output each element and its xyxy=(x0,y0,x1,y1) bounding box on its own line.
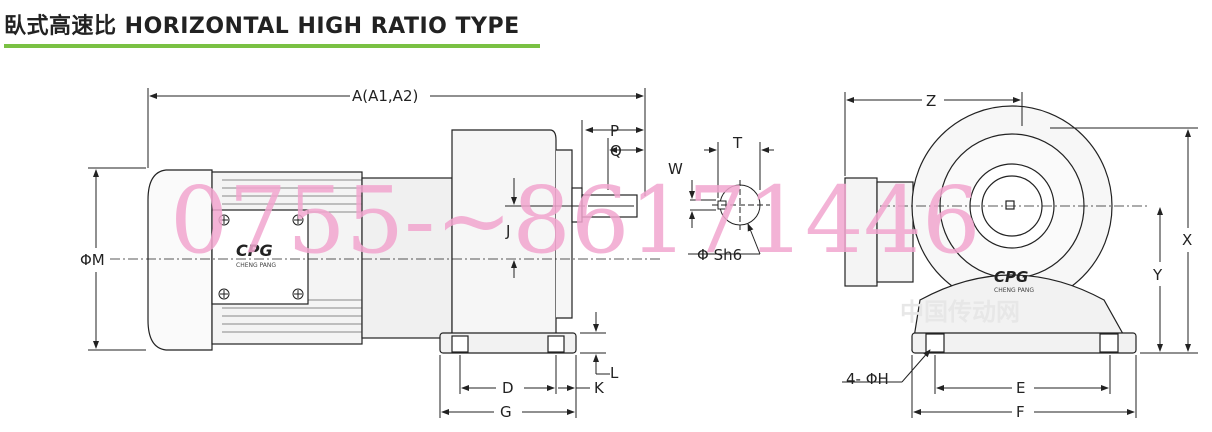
phone-watermark: 0755-~86171446 xyxy=(170,167,981,274)
page-title: 臥式高速比 HORIZONTAL HIGH RATIO TYPE xyxy=(4,14,520,39)
dim-d-label: D xyxy=(502,379,514,397)
site-watermark: 中国传动网 xyxy=(900,298,1020,326)
brand-logo-front: CPG xyxy=(994,268,1028,286)
dim-m-label: ΦM xyxy=(80,251,105,269)
dim-a-label: A(A1,A2) xyxy=(352,87,418,105)
dim-y-label: Y xyxy=(1152,266,1163,284)
dim-w-label: W xyxy=(668,160,683,178)
title-underline xyxy=(4,44,540,48)
dim-f-label: F xyxy=(1016,403,1025,421)
dim-h-label: 4- ΦH xyxy=(846,370,889,388)
brand-sub-front: CHENG PANG xyxy=(994,287,1034,294)
shaft-detail xyxy=(688,142,774,255)
brand-logo: CPG xyxy=(236,241,273,260)
dim-p-label: P xyxy=(610,122,619,140)
dim-k-label: K xyxy=(594,379,605,397)
dim-s-label: Φ Sh6 xyxy=(697,246,742,264)
dim-l-label: L xyxy=(610,364,619,382)
dim-e-label: E xyxy=(1016,379,1025,397)
dim-z-label: Z xyxy=(926,92,936,110)
dim-j-label: J xyxy=(505,222,510,240)
brand-sub: CHENG PANG xyxy=(236,262,276,269)
dim-q-label: Q xyxy=(610,142,622,160)
dim-t-label: T xyxy=(732,134,743,152)
side-view xyxy=(147,129,638,354)
dim-g-label: G xyxy=(500,403,512,421)
dim-x-label: X xyxy=(1182,231,1192,249)
